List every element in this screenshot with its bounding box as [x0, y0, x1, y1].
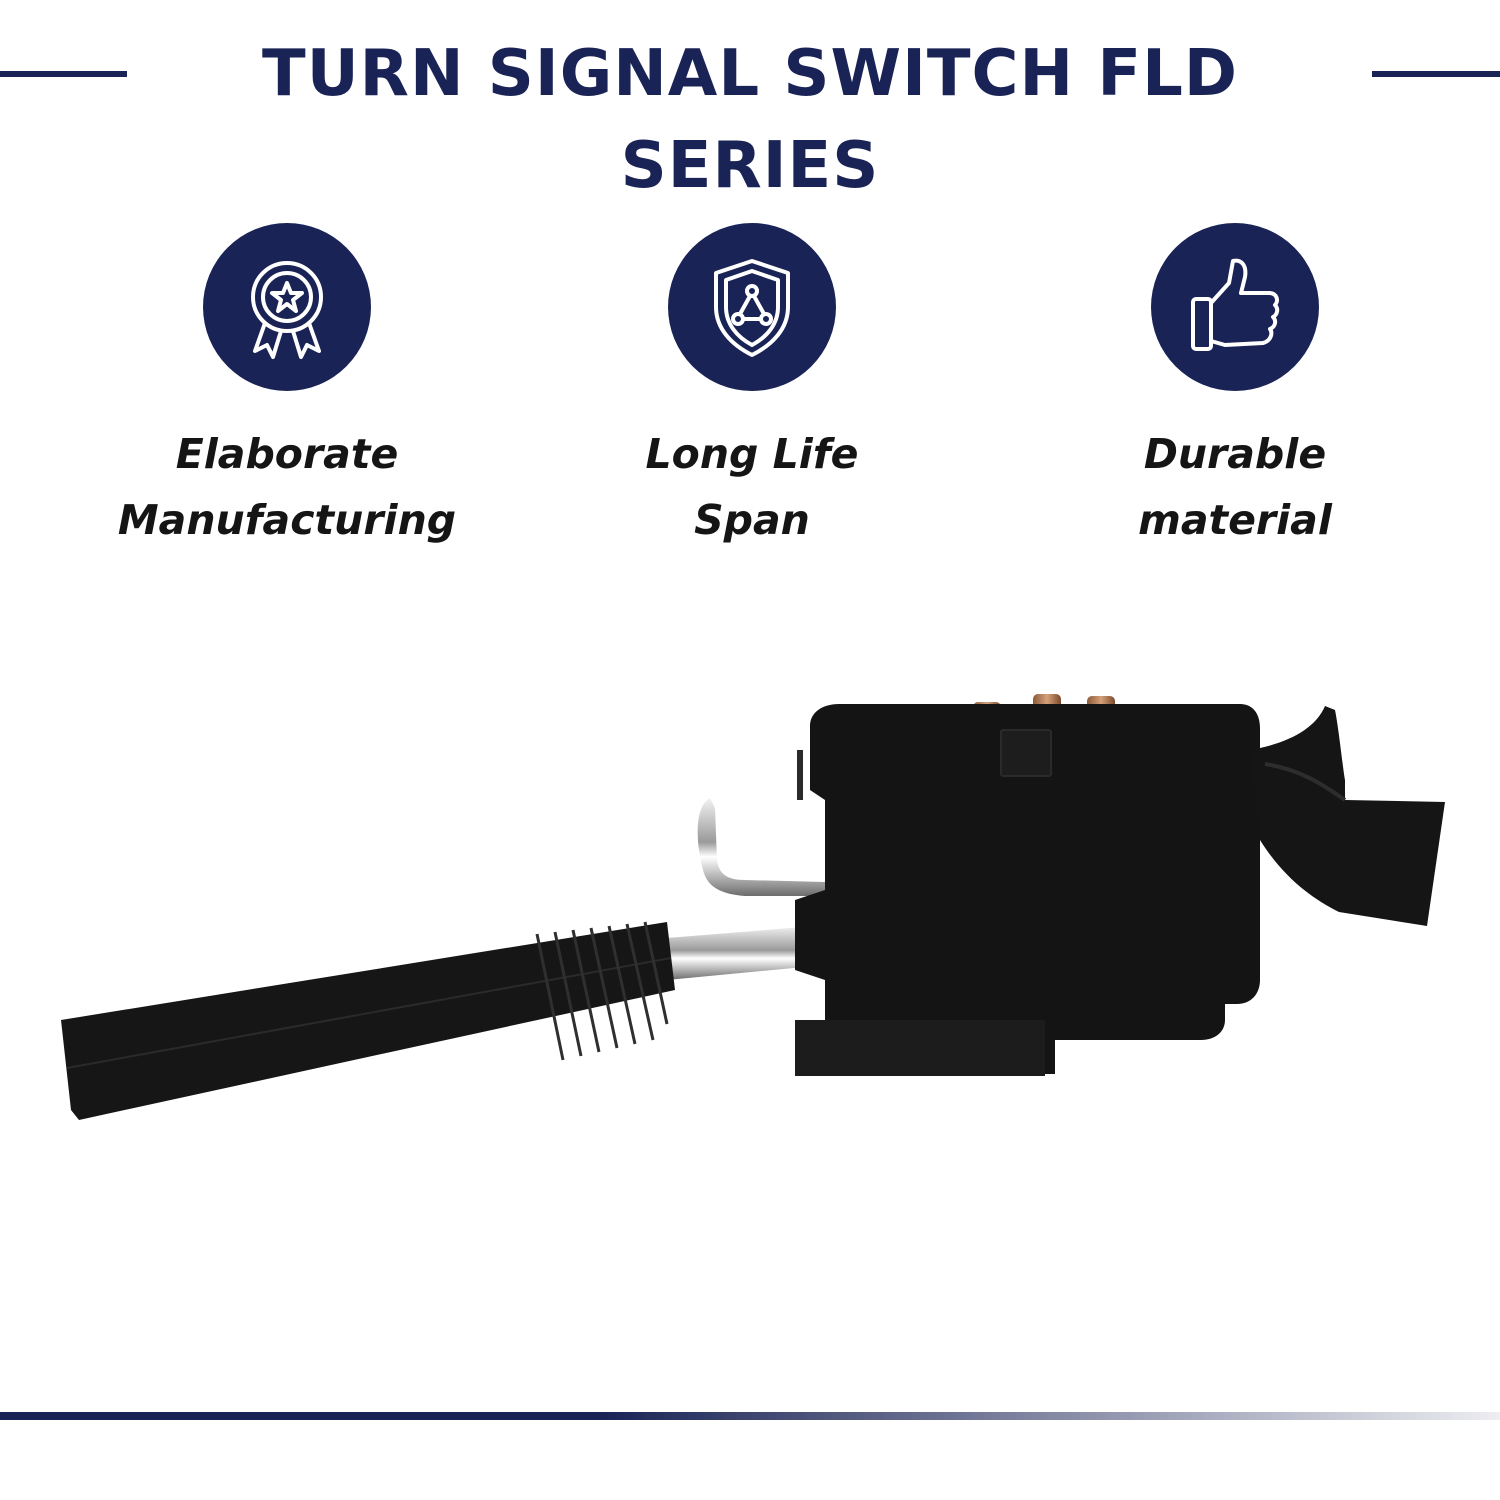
feature-label-line1: Elaborate	[175, 430, 399, 478]
feature-label: Durable material	[1025, 421, 1445, 553]
award-ribbon-icon	[203, 223, 371, 391]
title-rule-right	[1372, 71, 1500, 77]
feature-long-life-span: Long Life Span	[542, 223, 962, 553]
page-title: TURN SIGNAL SWITCH FLD SERIES	[262, 37, 1238, 203]
feature-label-line1: Durable	[1143, 430, 1327, 478]
product-image-turn-signal-switch	[55, 690, 1455, 1154]
shield-icon	[668, 223, 836, 391]
bottom-gradient-rule	[0, 1412, 1500, 1420]
feature-label-line2: material	[1138, 496, 1332, 544]
title-rule-left	[0, 71, 127, 77]
feature-label-line1: Long Life	[645, 430, 859, 478]
thumbs-up-icon	[1151, 223, 1319, 391]
feature-durable-material: Durable material	[1025, 223, 1445, 553]
feature-label-line2: Manufacturing	[117, 496, 457, 544]
feature-label: Elaborate Manufacturing	[77, 421, 497, 553]
feature-label-line2: Span	[694, 496, 810, 544]
feature-elaborate-manufacturing: Elaborate Manufacturing	[77, 223, 497, 553]
feature-label: Long Life Span	[542, 421, 962, 553]
